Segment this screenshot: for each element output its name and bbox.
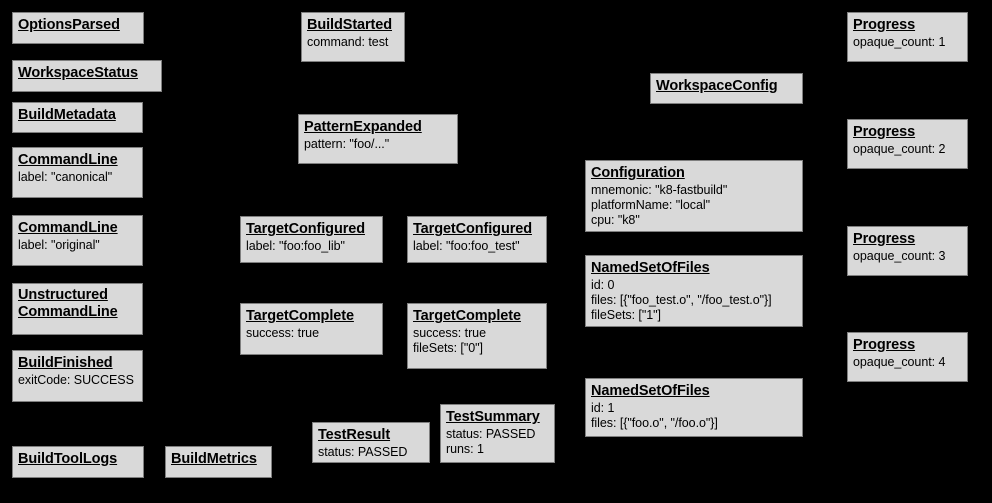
event-node-field: status: PASSED [446, 427, 536, 442]
event-node-target-configured-test[interactable]: TargetConfigured label: "foo:foo_test" [407, 216, 547, 263]
event-node-test-result[interactable]: TestResult status: PASSED [312, 422, 430, 463]
event-node-field: cpu: "k8" [591, 212, 640, 227]
event-node-field: success: true [413, 326, 486, 341]
event-node-build-tool-logs[interactable]: BuildToolLogs [12, 446, 144, 478]
event-node-title: Unstructured CommandLine [18, 287, 118, 321]
event-node-fields: opaque_count: 4 [853, 355, 962, 370]
event-node-options-parsed[interactable]: OptionsParsed [12, 12, 144, 44]
event-node-title: TargetComplete [413, 308, 521, 324]
event-node-title: TestSummary [446, 409, 540, 425]
event-node-build-started[interactable]: BuildStarted command: test [301, 12, 405, 62]
event-node-field: files: [{"foo.o", "/foo.o"}] [591, 415, 718, 430]
event-node-field: success: true [246, 326, 319, 341]
event-node-build-metadata[interactable]: BuildMetadata [12, 102, 143, 133]
event-node-title: Progress [853, 231, 916, 247]
event-node-fields: label: "original" [18, 238, 137, 253]
event-node-title: TargetConfigured [246, 221, 365, 237]
event-node-field: files: [{"foo_test.o", "/foo_test.o"}] [591, 292, 772, 307]
event-node-field: exitCode: SUCCESS [18, 373, 134, 388]
event-node-field: opaque_count: 1 [853, 35, 946, 50]
event-node-build-metrics[interactable]: BuildMetrics [165, 446, 272, 478]
event-node-build-finished[interactable]: BuildFinished exitCode: SUCCESS [12, 350, 143, 402]
event-node-title: BuildToolLogs [18, 451, 118, 467]
event-node-command-line-canonical[interactable]: CommandLine label: "canonical" [12, 147, 143, 198]
event-node-target-configured-lib[interactable]: TargetConfigured label: "foo:foo_lib" [240, 216, 383, 263]
event-node-title: TargetConfigured [413, 221, 532, 237]
event-node-fields: status: PASSED [318, 445, 424, 460]
event-node-field: platformName: "local" [591, 197, 710, 212]
event-node-title: NamedSetOfFiles [591, 383, 710, 399]
event-node-target-complete-lib[interactable]: TargetComplete success: true [240, 303, 383, 355]
event-node-fields: label: "foo:foo_test" [413, 239, 541, 254]
event-node-field: status: PASSED [318, 445, 408, 460]
event-node-title: CommandLine [18, 152, 118, 168]
event-node-title: TestResult [318, 427, 391, 443]
event-node-progress-3[interactable]: Progress opaque_count: 3 [847, 226, 968, 276]
event-node-title: Progress [853, 337, 916, 353]
event-node-fields: opaque_count: 3 [853, 249, 962, 264]
event-node-fields: exitCode: SUCCESS [18, 373, 137, 388]
event-node-title: BuildStarted [307, 17, 393, 33]
event-node-title: WorkspaceStatus [18, 65, 138, 81]
event-node-fields: success: true [246, 326, 377, 341]
event-node-fields: opaque_count: 2 [853, 142, 962, 157]
event-node-title: TargetComplete [246, 308, 354, 324]
event-node-progress-4[interactable]: Progress opaque_count: 4 [847, 332, 968, 382]
event-node-title: Progress [853, 124, 916, 140]
event-node-title: BuildFinished [18, 355, 113, 371]
event-node-fields: label: "canonical" [18, 170, 137, 185]
event-node-title: BuildMetadata [18, 107, 116, 123]
event-node-progress-2[interactable]: Progress opaque_count: 2 [847, 119, 968, 169]
event-node-unstructured-command-line[interactable]: Unstructured CommandLine [12, 283, 143, 335]
event-node-title: BuildMetrics [171, 451, 257, 467]
event-node-pattern-expanded[interactable]: PatternExpanded pattern: "foo/..." [298, 114, 458, 164]
event-node-field: runs: 1 [446, 441, 484, 456]
event-node-field: mnemonic: "k8-fastbuild" [591, 183, 728, 198]
event-node-title: OptionsParsed [18, 17, 120, 33]
event-node-field: label: "foo:foo_test" [413, 239, 520, 254]
event-node-field: id: 1 [591, 401, 615, 416]
event-node-title: CommandLine [18, 220, 118, 236]
event-node-field: opaque_count: 3 [853, 249, 946, 264]
event-node-workspace-status[interactable]: WorkspaceStatus [12, 60, 162, 92]
event-node-field: opaque_count: 4 [853, 355, 946, 370]
event-node-fields: pattern: "foo/..." [304, 137, 452, 152]
event-node-title: NamedSetOfFiles [591, 260, 710, 276]
event-node-fields: label: "foo:foo_lib" [246, 239, 377, 254]
event-node-title: PatternExpanded [304, 119, 422, 135]
event-node-field: opaque_count: 2 [853, 142, 946, 157]
event-node-field: fileSets: ["0"] [413, 340, 483, 355]
event-node-workspace-config[interactable]: WorkspaceConfig [650, 73, 803, 104]
event-node-field: label: "foo:foo_lib" [246, 239, 345, 254]
event-node-fields: command: test [307, 35, 399, 50]
event-node-title: Configuration [591, 165, 685, 181]
event-node-field: id: 0 [591, 278, 615, 293]
event-node-command-line-original[interactable]: CommandLine label: "original" [12, 215, 143, 266]
event-node-field: command: test [307, 35, 389, 50]
event-node-title: WorkspaceConfig [656, 78, 778, 94]
event-node-field: pattern: "foo/..." [304, 137, 390, 152]
event-node-field: fileSets: ["1"] [591, 307, 661, 322]
event-node-field: label: "original" [18, 238, 100, 253]
event-node-configuration[interactable]: Configuration mnemonic: "k8-fastbuild"pla… [585, 160, 803, 232]
event-node-fields: mnemonic: "k8-fastbuild"platformName: "l… [591, 183, 797, 227]
event-node-fields: opaque_count: 1 [853, 35, 962, 50]
event-node-title: Progress [853, 17, 916, 33]
event-node-field: label: "canonical" [18, 170, 113, 185]
event-node-progress-1[interactable]: Progress opaque_count: 1 [847, 12, 968, 62]
